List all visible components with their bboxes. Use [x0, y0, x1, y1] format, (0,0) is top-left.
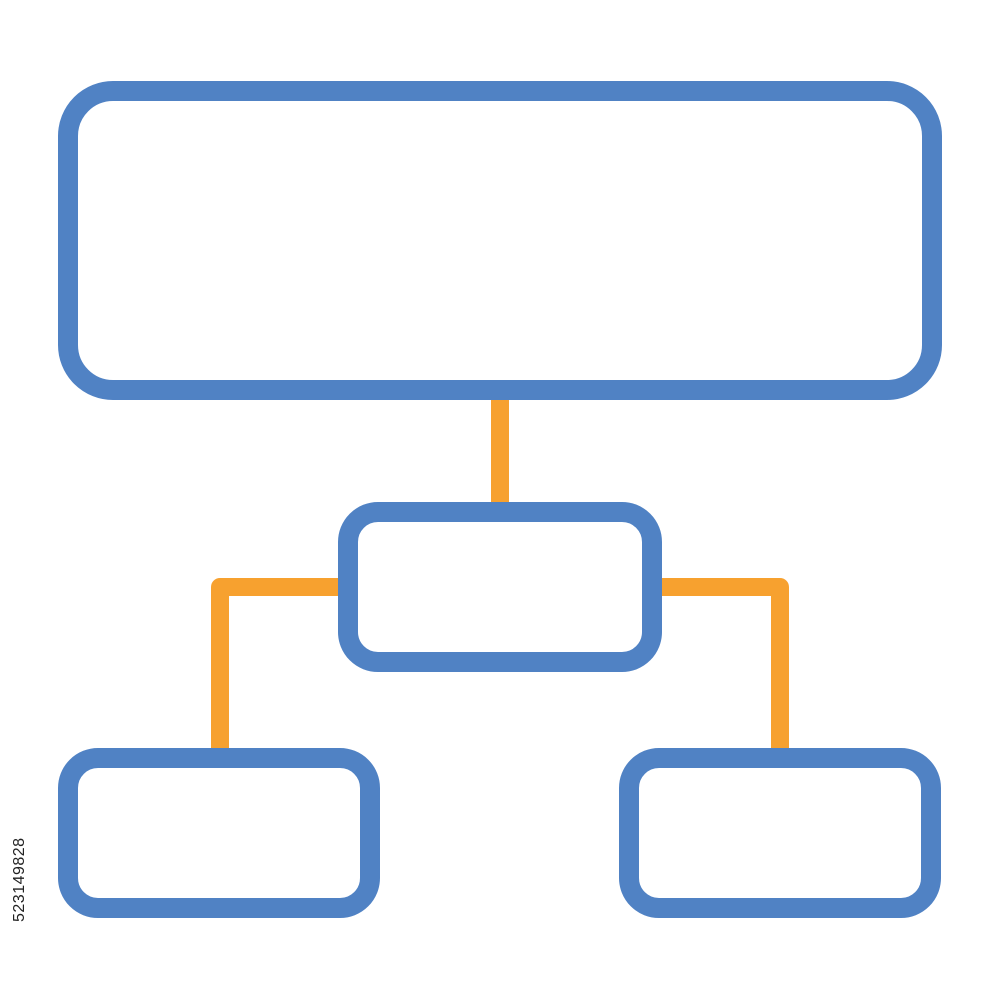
connector-middle-to-left-leaf: [211, 578, 348, 756]
left-leaf-node-box: [58, 748, 380, 918]
connector-middle-to-right-leaf: [652, 578, 789, 756]
root-node-box: [58, 81, 942, 400]
middle-node-box: [338, 502, 662, 672]
right-leaf-node-box: [619, 748, 941, 918]
stock-id-watermark: 523149828: [11, 837, 28, 923]
